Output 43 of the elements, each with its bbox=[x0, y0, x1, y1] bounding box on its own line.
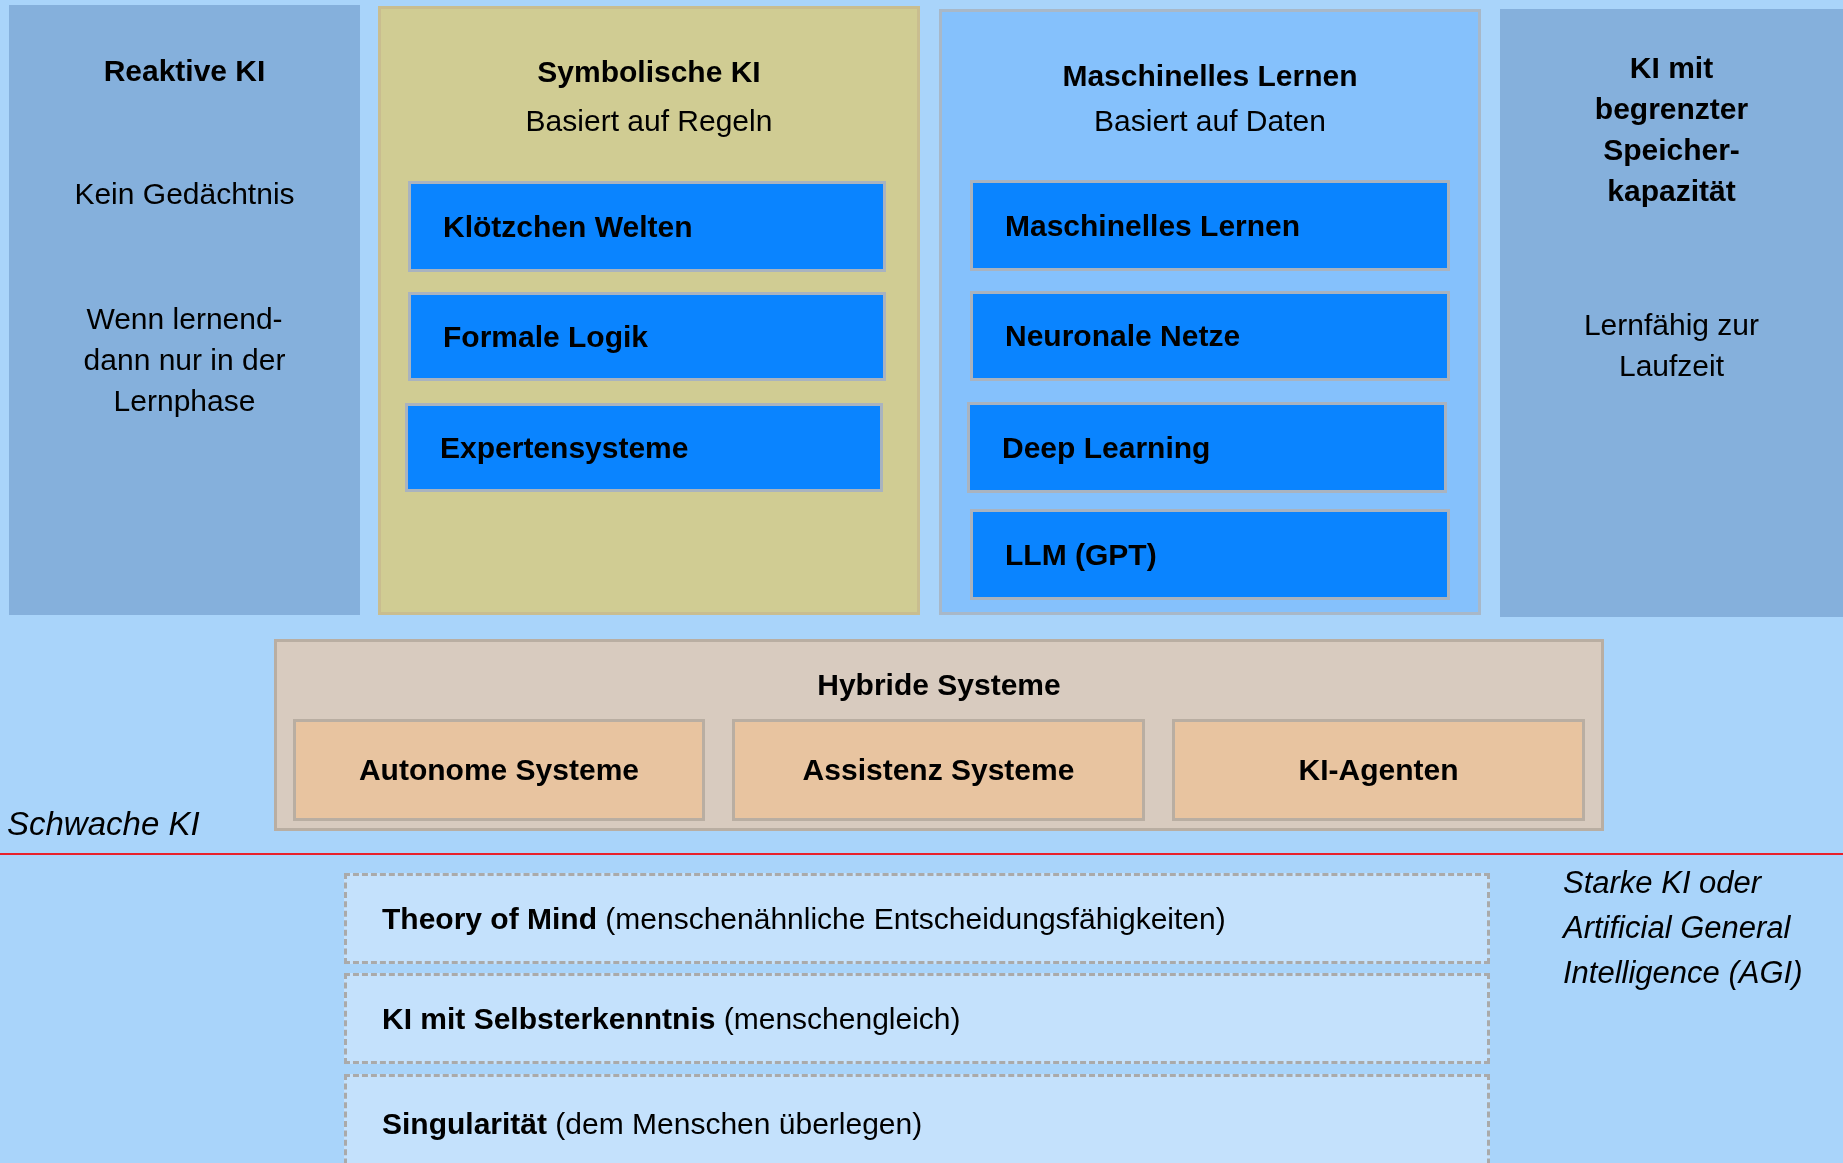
method-box bbox=[970, 291, 1450, 381]
panel-heading: Symbolische KI bbox=[536, 54, 762, 90]
level-text: Singularität (dem Menschen überlegen) bbox=[382, 1107, 923, 1141]
level-text: KI mit Selbsterkenntnis (menschengleich) bbox=[382, 1001, 961, 1036]
level-box bbox=[344, 1074, 1490, 1163]
method-box bbox=[408, 181, 886, 272]
system-box bbox=[293, 719, 705, 821]
panel-text: Kein Gedächtnis bbox=[73, 176, 296, 212]
method-box bbox=[967, 402, 1447, 493]
box-label: KI-Agenten bbox=[1298, 753, 1459, 787]
panel-text: Lernfähig zur Laufzeit bbox=[1582, 307, 1761, 384]
side-note: Schwache KI bbox=[7, 804, 201, 844]
category-panel bbox=[378, 6, 920, 615]
panel-heading: Maschinelles Lernen bbox=[1061, 58, 1359, 94]
method-box bbox=[408, 292, 886, 381]
panel-text: Basiert auf Regeln bbox=[524, 103, 774, 139]
panel-text: Basiert auf Daten bbox=[1093, 103, 1327, 139]
panel-heading: Reaktive KI bbox=[102, 53, 267, 89]
box-label: Formale Logik bbox=[443, 319, 649, 354]
category-panel bbox=[1500, 9, 1843, 617]
box-label: Klötzchen Welten bbox=[443, 209, 693, 244]
method-box bbox=[405, 403, 883, 492]
method-box bbox=[970, 509, 1450, 600]
box-label: Deep Learning bbox=[1002, 430, 1211, 465]
level-text: Theory of Mind (menschenähnliche Entscheidungsfähigkeiten) bbox=[382, 901, 1226, 936]
box-label: Maschinelles Lernen bbox=[1005, 208, 1301, 243]
panel-heading: Hybride Systeme bbox=[816, 667, 1062, 703]
box-label: Autonome Systeme bbox=[358, 753, 640, 787]
panel-text: Wenn lernend- dann nur in der Lernphase bbox=[82, 301, 287, 419]
side-note: Starke KI oder Artificial General Intelligence (AGI) bbox=[1563, 864, 1804, 992]
category-panel bbox=[274, 639, 1604, 831]
category-panel bbox=[9, 5, 360, 615]
system-box bbox=[1172, 719, 1585, 821]
method-box bbox=[970, 180, 1450, 271]
system-box bbox=[732, 719, 1145, 821]
panel-heading: KI mit begrenzter Speicher- kapazität bbox=[1593, 50, 1750, 209]
level-box bbox=[344, 873, 1490, 964]
box-label: LLM (GPT) bbox=[1005, 537, 1157, 572]
box-label: Assistenz Systeme bbox=[802, 753, 1075, 787]
category-panel bbox=[939, 9, 1481, 615]
level-box bbox=[344, 973, 1490, 1064]
box-label: Expertensysteme bbox=[440, 430, 689, 465]
box-label: Neuronale Netze bbox=[1005, 319, 1241, 353]
